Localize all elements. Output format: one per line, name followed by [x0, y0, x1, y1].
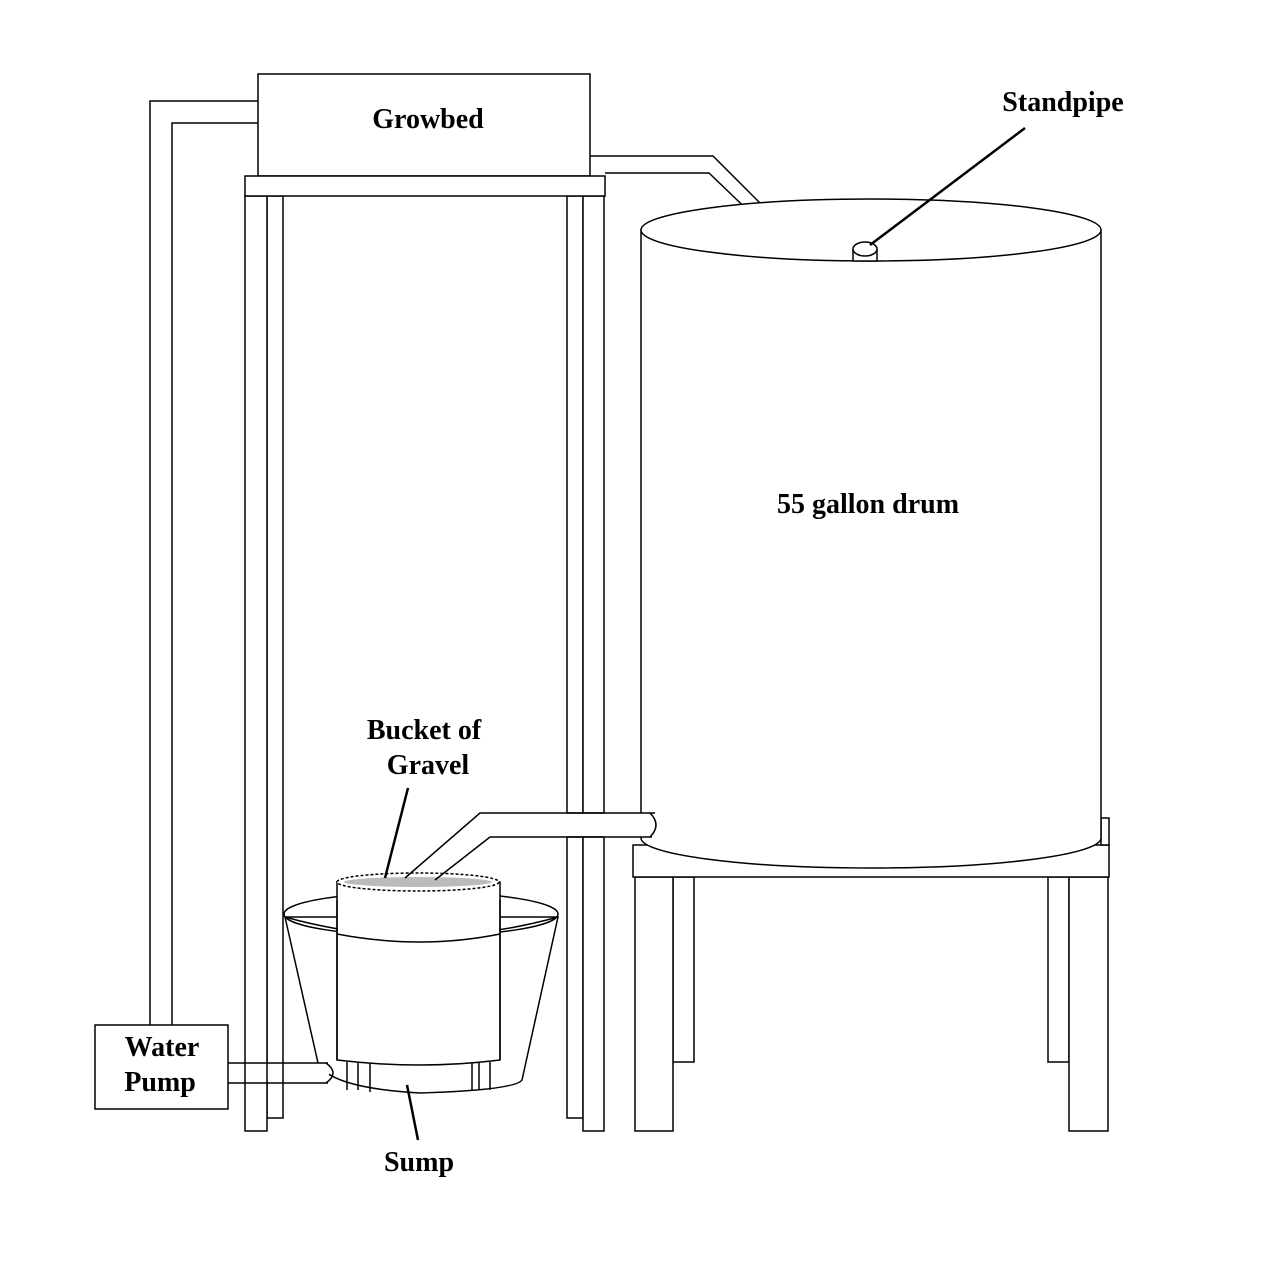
pump-to-sump-pipe — [228, 1062, 334, 1084]
growbed-box — [257, 73, 591, 177]
growbed-stand — [244, 175, 606, 1132]
bucket-leader — [383, 787, 410, 879]
water-pump-box — [94, 1024, 229, 1110]
bucket-label-line1: Bucket of — [366, 715, 482, 746]
pump-label-line2: Pump — [124, 1067, 196, 1098]
sump-label: Sump — [383, 1147, 455, 1178]
sump-leader — [405, 1084, 420, 1141]
standpipe-label: Standpipe — [1002, 87, 1124, 118]
bucket-label-line2: Gravel — [386, 750, 470, 781]
pump-riser-pipe — [149, 100, 258, 1025]
gravel-bucket — [284, 872, 559, 1066]
drum-drain-pipe — [404, 812, 657, 881]
pump-label-line1: Water — [124, 1032, 200, 1063]
drum-label: 55 gallon drum — [776, 489, 960, 520]
growbed-label: Growbed — [372, 104, 484, 135]
standpipe-leader — [869, 127, 1026, 246]
drum — [640, 198, 1102, 869]
